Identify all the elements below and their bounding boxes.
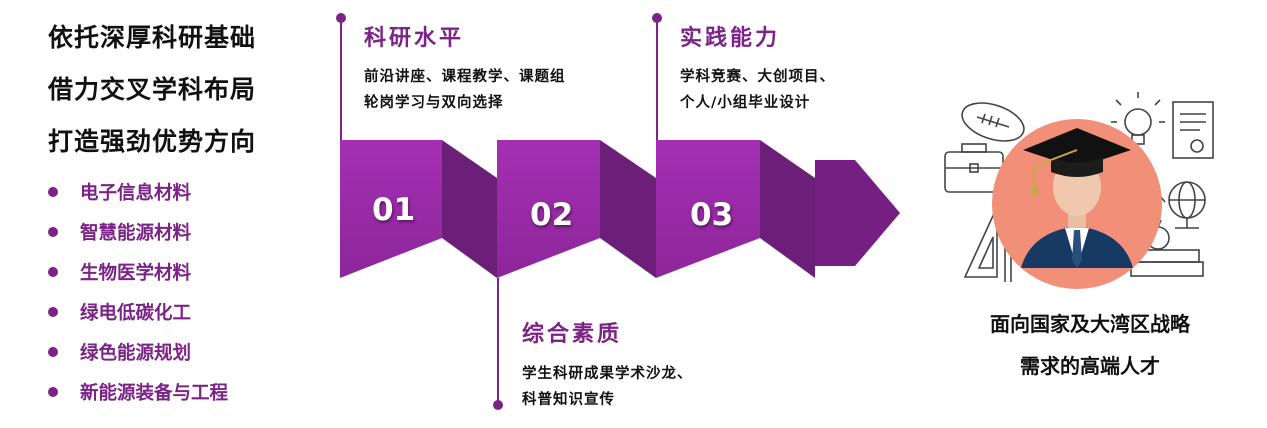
direction-item: 绿色能源规划 [48,332,228,372]
certificate-icon [1172,101,1214,159]
graduate-icon [1023,128,1131,195]
direction-label: 绿色能源规划 [80,343,192,364]
step-title-3: 实践能力 [680,26,781,51]
connector-line-3 [656,18,658,140]
step-desc-1: 前沿讲座、课程教学、课题组 轮岗学习与双向选择 [364,64,566,116]
step-desc-line: 科普知识宣传 [522,392,615,408]
conclusion-line-1: 面向国家及大湾区战略 [990,312,1190,336]
heading-line-1: 依托深厚科研基础 [48,23,257,52]
ribbon-fold-3 [760,140,815,278]
ribbon-arrow-head [815,160,900,266]
step-number-3: 03 [690,197,734,233]
direction-label: 绿电低碳化工 [80,303,192,324]
direction-item: 电子信息材料 [48,172,228,212]
ribbon-fold-2 [600,140,656,278]
step-title-1: 科研水平 [364,26,465,51]
connector-dot-2 [493,400,503,410]
step-number-1: 01 [372,192,416,228]
step-desc-line: 个人/小组毕业设计 [680,95,811,111]
connector-line-1 [340,18,342,140]
direction-label: 新能源装备与工程 [80,383,229,404]
bullet-dot-icon [48,307,58,317]
bullet-dot-icon [48,227,58,237]
step-number-2: 02 [530,197,574,233]
ribbon-segment-3 [656,140,760,278]
bullet-dot-icon [48,187,58,197]
step-desc-line: 学生科研成果学术沙龙、 [522,366,693,382]
direction-label: 智慧能源材料 [80,223,192,244]
bullet-dot-icon [48,267,58,277]
football-icon [961,102,1025,142]
direction-item: 新能源装备与工程 [48,372,228,412]
direction-label: 电子信息材料 [80,183,192,204]
heading-line-3: 打造强劲优势方向 [48,127,257,156]
bullet-dot-icon [48,387,58,397]
step-title-2: 综合素质 [522,322,623,347]
direction-label: 生物医学材料 [80,263,192,284]
direction-item: 生物医学材料 [48,252,228,292]
ribbon-segment-1 [340,140,442,278]
step-desc-line: 学科竞赛、大创项目、 [680,69,835,85]
step-desc-3: 学科竞赛、大创项目、 个人/小组毕业设计 [680,64,835,116]
connector-dot-3 [652,13,662,23]
direction-item: 智慧能源材料 [48,212,228,252]
ribbon-segment-2 [497,140,600,278]
step-desc-line: 前沿讲座、课程教学、课题组 [364,69,566,85]
step-desc-2: 学生科研成果学术沙龙、 科普知识宣传 [522,361,693,413]
globe-icon [1168,181,1206,229]
heading-line-2: 借力交叉学科布局 [48,75,257,104]
direction-list: 电子信息材料 智慧能源材料 生物医学材料 绿电低碳化工 绿色能源规划 新能源装备… [48,172,228,412]
bullet-dot-icon [48,347,58,357]
ribbon-fold-1 [442,140,497,278]
direction-item: 绿电低碳化工 [48,292,228,332]
graduate-illustration [944,92,1214,289]
conclusion-line-2: 需求的高端人才 [1020,354,1160,378]
connector-line-2 [497,278,499,403]
connector-dot-1 [336,13,346,23]
step-desc-line: 轮岗学习与双向选择 [364,95,504,111]
